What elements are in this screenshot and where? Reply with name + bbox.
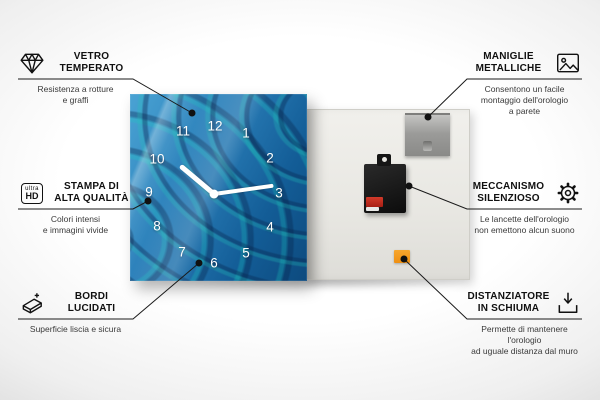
polished-edge-icon [18, 289, 46, 317]
callout-description: Consentono un facile montaggio dell'orol… [480, 84, 569, 117]
callout-description: Resistenza a rotture e graffi [37, 84, 114, 106]
clock-numeral: 12 [207, 118, 223, 134]
callout-meccanismo-silenzioso: MECCANISMO SILENZIOSO Le lancette dell'o… [467, 178, 582, 236]
battery-tip [366, 207, 379, 211]
callout-vetro-temperato: VETRO TEMPERATO Resistenza a rotture e g… [18, 48, 133, 106]
ultra-hd-label-top: ultra [25, 185, 39, 192]
foam-spacer-icon [554, 289, 582, 317]
foam-spacer [394, 250, 410, 263]
clock-numeral: 11 [175, 123, 191, 139]
callout-title: MANIGLIE METALLICHE [475, 51, 542, 74]
hands-center-cap [209, 189, 219, 199]
gear-icon [554, 179, 582, 207]
battery [366, 197, 383, 207]
picture-frame-icon [554, 49, 582, 77]
clock-numeral: 9 [145, 184, 153, 200]
metal-hanger-plate [405, 113, 450, 156]
clock-numeral: 3 [275, 185, 283, 201]
callout-title: STAMPA DI ALTA QUALITÀ [54, 181, 129, 204]
minute-hand [213, 183, 274, 196]
callout-title: VETRO TEMPERATO [59, 51, 124, 74]
callout-distanziatore-schiuma: DISTANZIATORE IN SCHIUMA Permette di man… [467, 288, 582, 357]
clock-numeral: 2 [266, 150, 274, 166]
callout-maniglie-metalliche: MANIGLIE METALLICHE Consentono un facile… [467, 48, 582, 117]
mechanism-hook [377, 154, 391, 166]
clock-face: 12 1 2 3 4 5 6 7 8 9 10 11 [130, 94, 307, 281]
clock-numeral: 6 [210, 255, 218, 271]
clock-numeral: 7 [178, 244, 186, 260]
callout-description: Permette di mantenere l'orologio ad ugua… [471, 324, 578, 357]
callout-title: BORDI LUCIDATI [67, 291, 116, 314]
clock-numeral: 1 [242, 125, 250, 141]
callout-bordi-lucidati: BORDI LUCIDATI Superficie liscia e sicur… [18, 288, 133, 335]
callout-stampa-alta-qualita: ultra HD STAMPA DI ALTA QUALITÀ Colori i… [18, 178, 133, 236]
callout-description: Colori intensi e immagini vivide [42, 214, 109, 236]
callout-title: MECCANISMO SILENZIOSO [472, 181, 545, 204]
hook-hole [381, 157, 387, 162]
clock-numeral: 5 [242, 245, 250, 261]
diamond-icon [18, 49, 46, 77]
clock-numeral: 10 [149, 151, 165, 167]
ultra-hd-label-bottom: HD [25, 190, 39, 201]
ultra-hd-icon: ultra HD [18, 179, 46, 207]
clock-numeral: 8 [153, 218, 161, 234]
clock-back-panel [306, 109, 470, 280]
clock-numeral: 4 [266, 219, 274, 235]
hanger-slot [423, 141, 432, 151]
callout-title: DISTANZIATORE IN SCHIUMA [467, 291, 550, 314]
callout-description: Le lancette dell'orologio non emettono a… [474, 214, 575, 236]
callout-description: Superficie liscia e sicura [29, 324, 122, 334]
clock-mechanism [364, 154, 406, 213]
